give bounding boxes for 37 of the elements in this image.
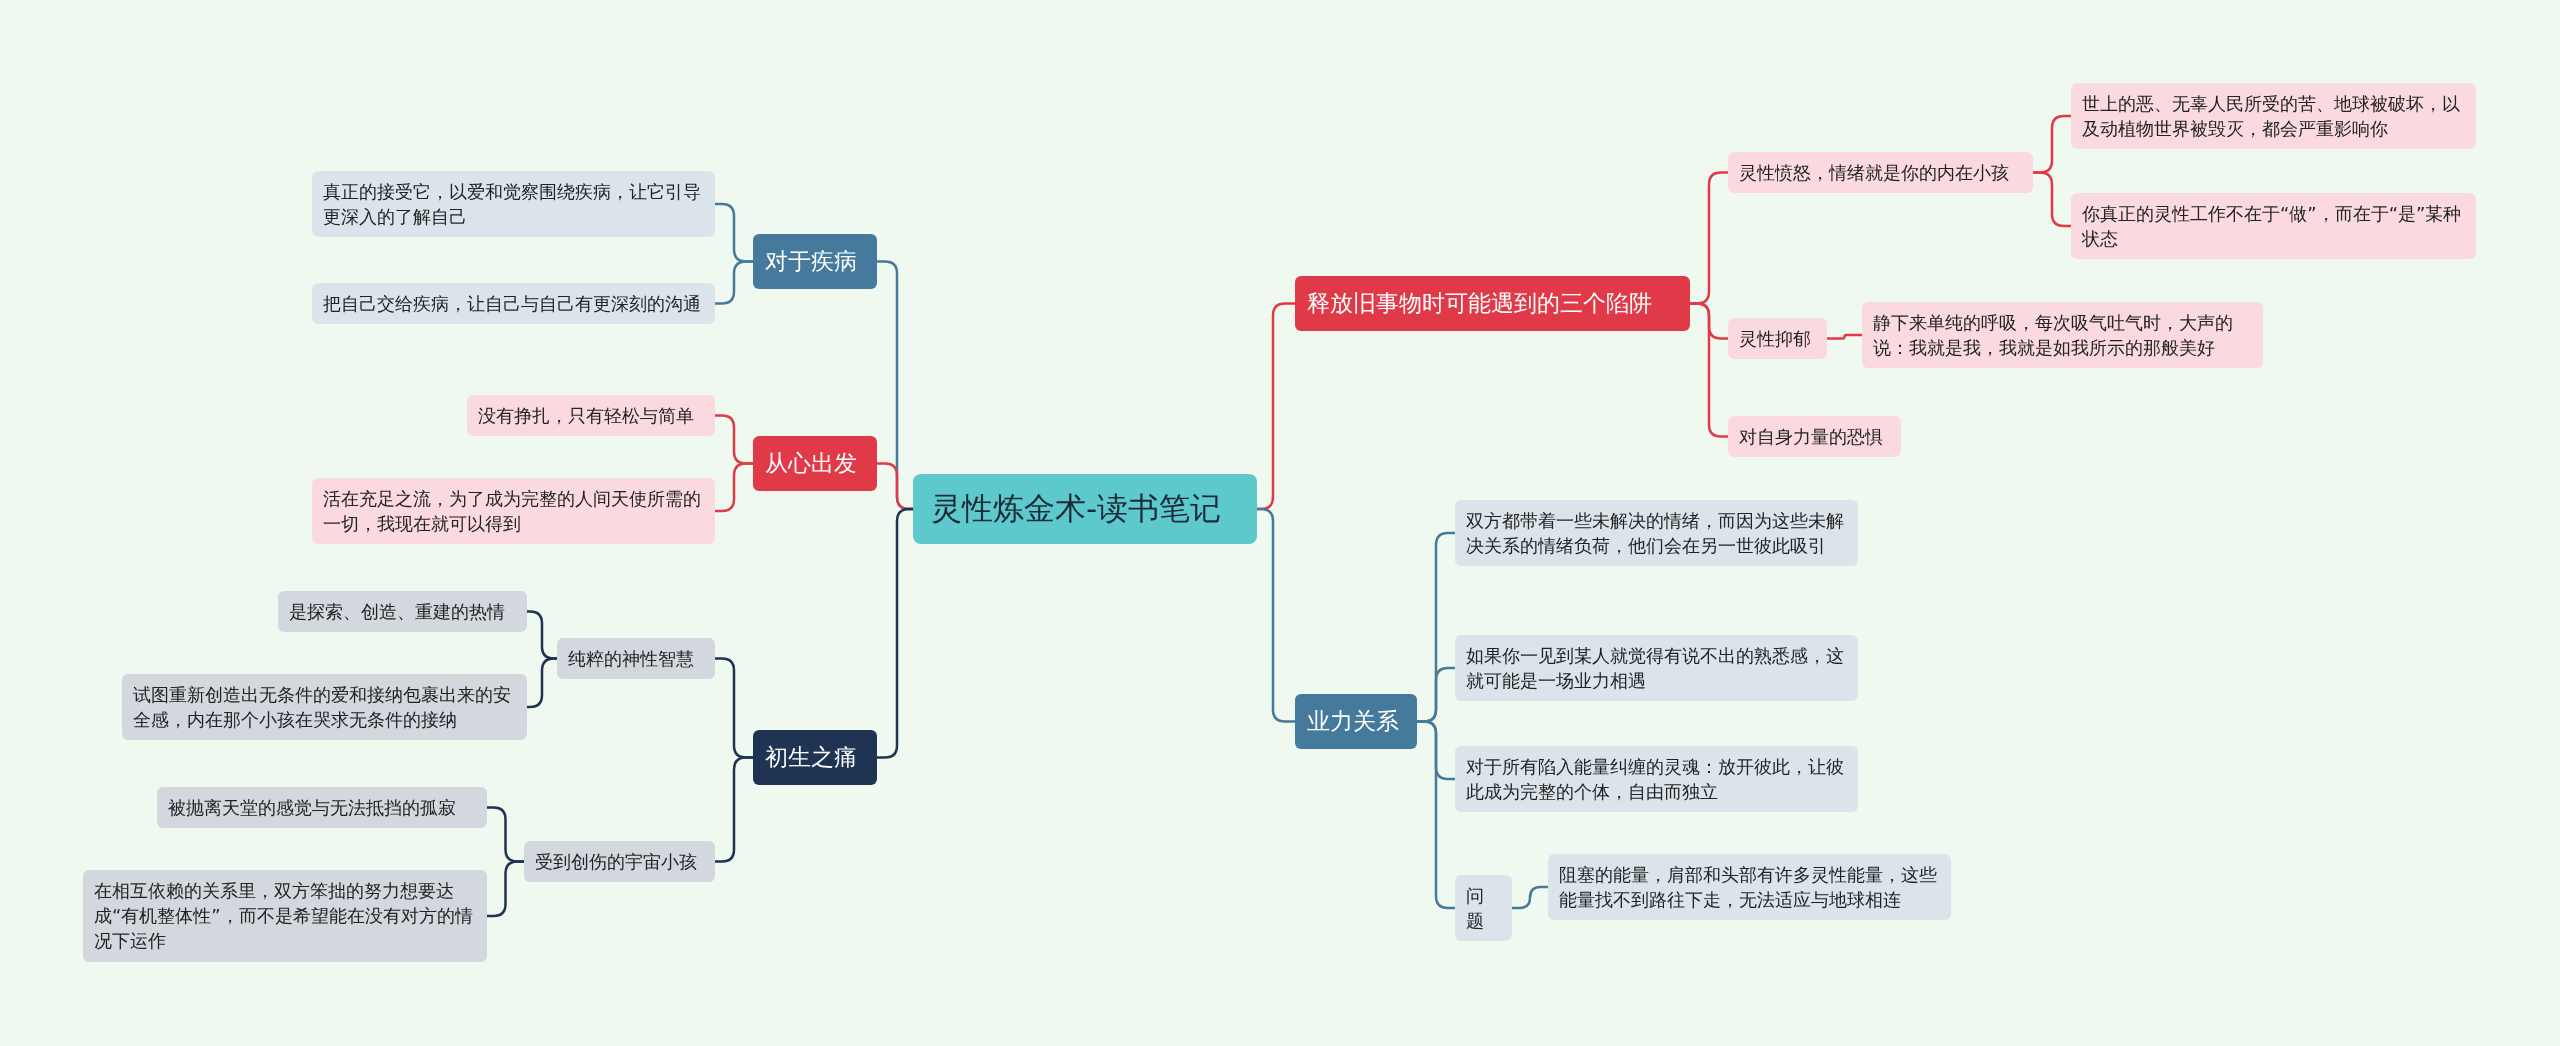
connector-line xyxy=(877,507,913,759)
central-topic: 灵性炼金术-读书笔记 xyxy=(913,474,1257,544)
subtopic-box: 被抛离天堂的感觉与无法抵挡的孤寂 xyxy=(157,787,487,829)
subtopic-box: 阻塞的能量，肩部和头部有许多灵性能量，这些能量找不到路往下走，无法适应与地球相连 xyxy=(1548,854,1951,921)
subtopic-box: 灵性愤怒，情绪就是你的内在小孩 xyxy=(1728,152,2033,194)
branch-topic: 业力关系 xyxy=(1295,694,1417,750)
connector-line xyxy=(1257,507,1295,723)
subtopic-box: 对自身力量的恐惧 xyxy=(1728,416,1901,458)
branch-topic: 从心出发 xyxy=(753,436,877,492)
connector-line xyxy=(715,260,753,305)
connector-line xyxy=(1690,302,1728,438)
subtopic-box: 在相互依赖的关系里，双方笨拙的努力想要达成“有机整体性”，而不是希望能在没有对方的情况下运作 xyxy=(83,870,487,962)
connector-line xyxy=(715,462,753,513)
subtopic-box: 没有挣扎，只有轻松与简单 xyxy=(467,395,715,437)
connector-line xyxy=(1417,720,1455,910)
branch-topic: 初生之痛 xyxy=(753,730,877,786)
subtopic-box: 双方都带着一些未解决的情绪，而因为这些未解决关系的情绪负荷，他们会在另一世彼此吸引 xyxy=(1455,500,1858,567)
subtopic-box: 是探索、创造、重建的热情 xyxy=(278,591,527,633)
connector-line xyxy=(1827,333,1862,340)
subtopic-box: 受到创伤的宇宙小孩 xyxy=(524,841,715,883)
connector-line xyxy=(1512,885,1548,910)
subtopic-box: 你真正的灵性工作不在于“做”，而在于“是”某种状态 xyxy=(2071,193,2476,260)
subtopic-box: 灵性抑郁 xyxy=(1728,318,1827,360)
subtopic-box: 把自己交给疾病，让自己与自己有更深刻的沟通 xyxy=(312,283,715,325)
connector-line xyxy=(527,657,557,709)
branch-topic: 对于疾病 xyxy=(753,234,877,290)
branch-topic: 释放旧事物时可能遇到的三个陷阱 xyxy=(1295,276,1690,332)
subtopic-box: 静下来单纯的呼吸，每次吸气吐气时，大声的说：我就是我，我就是如我所示的那般美好 xyxy=(1862,302,2263,369)
subtopic-box: 试图重新创造出无条件的爱和接纳包裹出来的安全感，内在那个小孩在哭求无条件的接纳 xyxy=(122,674,527,741)
subtopic-box: 对于所有陷入能量纠缠的灵魂：放开彼此，让彼此成为完整的个体，自由而独立 xyxy=(1455,746,1858,813)
subtopic-box: 如果你一见到某人就觉得有说不出的熟悉感，这就可能是一场业力相遇 xyxy=(1455,635,1858,702)
subtopic-box: 纯粹的神性智慧 xyxy=(557,638,715,680)
connector-line xyxy=(715,756,753,863)
subtopic-box: 问题 xyxy=(1455,875,1512,942)
subtopic-box: 世上的恶、无辜人民所受的苦、地球被破坏，以及动植物世界被毁灭，都会严重影响你 xyxy=(2071,83,2476,150)
subtopic-box: 真正的接受它，以爱和觉察围绕疾病，让它引导更深入的了解自己 xyxy=(312,171,715,238)
subtopic-box: 活在充足之流，为了成为完整的人间天使所需的一切，我现在就可以得到 xyxy=(312,478,715,545)
